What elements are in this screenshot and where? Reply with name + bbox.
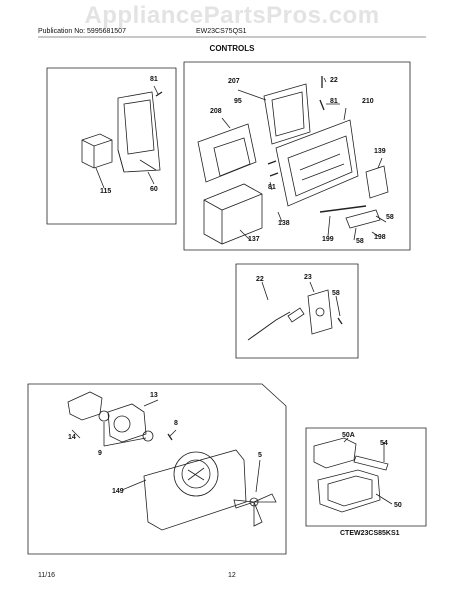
box-top-right (183, 61, 411, 251)
callout-95: 95 (234, 98, 242, 105)
footer-date: 11/16 (38, 572, 55, 579)
callout-22: 22 (330, 77, 338, 84)
callout-9: 9 (98, 450, 102, 457)
callout-23: 23 (304, 274, 312, 281)
callout-54: 54 (380, 440, 388, 447)
callout-14: 14 (68, 434, 76, 441)
callout-210: 210 (362, 98, 374, 105)
callout-8: 8 (174, 420, 178, 427)
page-title: CONTROLS (209, 44, 255, 53)
callout-58: 58 (332, 290, 340, 297)
callout-149: 149 (112, 488, 124, 495)
watermark: AppliancePartsPros.com (84, 2, 380, 29)
publication-number: Publication No: 5995681507 (38, 28, 126, 35)
model-number: EW23CS75QS1 (196, 28, 247, 35)
callout-208: 208 (210, 108, 222, 115)
callout-50: 50 (394, 502, 402, 509)
box-middle (235, 263, 359, 359)
callout-115: 115 (100, 188, 112, 195)
callout-50a: 50A (342, 432, 355, 439)
callout-81: 81 (268, 184, 276, 191)
callout-58: 58 (356, 238, 364, 245)
callout-5: 5 (258, 452, 262, 459)
callout-199: 199 (322, 236, 334, 243)
callout-137: 137 (248, 236, 260, 243)
callout-81: 81 (330, 98, 338, 105)
callout-138: 138 (278, 220, 290, 227)
box-top-left (46, 67, 177, 225)
diagram-code: CTEW23CS85KS1 (340, 530, 400, 537)
callout-60: 60 (150, 186, 158, 193)
callout-22: 22 (256, 276, 264, 283)
box-bottom-left (27, 383, 287, 555)
callout-198: 198 (374, 234, 386, 241)
callout-139: 139 (374, 148, 386, 155)
page-number: 12 (228, 572, 236, 579)
callout-207: 207 (228, 78, 240, 85)
callout-81: 81 (150, 76, 158, 83)
box-bottom-right (305, 427, 427, 527)
callout-58: 58 (386, 214, 394, 221)
callout-13: 13 (150, 392, 158, 399)
